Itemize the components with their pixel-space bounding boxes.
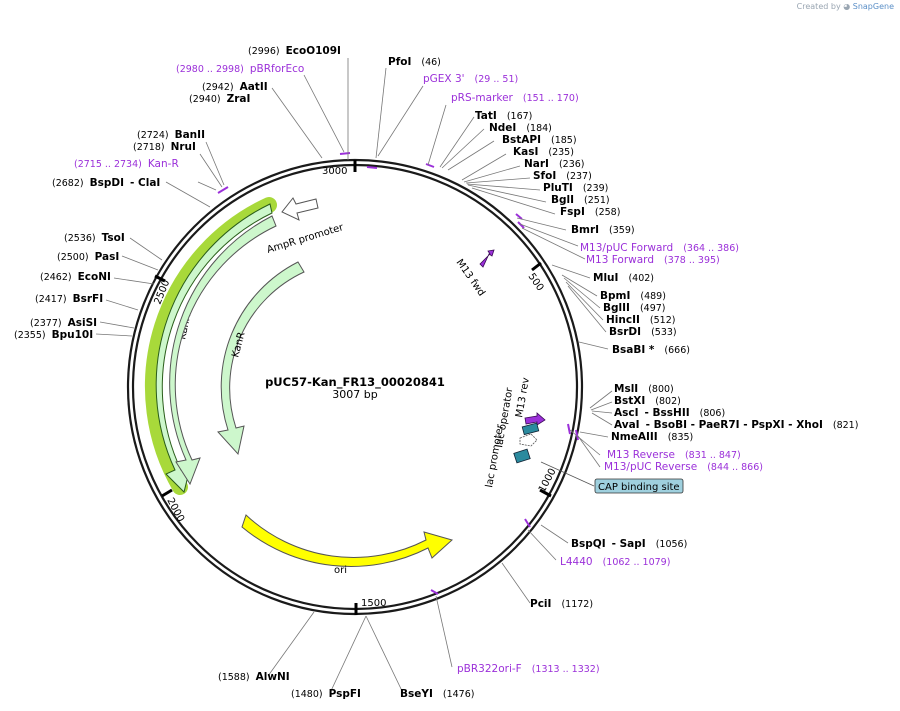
enzyme-alwni[interactable]: (1588)AlwNI — [218, 671, 290, 683]
cap-binding-site-box — [594, 478, 684, 494]
enzyme-banii[interactable]: (2724)BanII — [137, 129, 205, 141]
enzyme-asci[interactable]: AscI- BssHII(806) — [614, 407, 725, 419]
lac-promoter-feature[interactable] — [519, 433, 538, 447]
enzyme-nari[interactable]: NarI(236) — [524, 158, 585, 170]
enzyme-zrai[interactable]: (2940)ZraI — [189, 93, 250, 105]
enzyme-bspdi[interactable]: (2682)BspDI- ClaI — [52, 177, 160, 189]
ampr-promoter-label: AmpR promoter — [266, 222, 346, 256]
enzyme-ecoo109i[interactable]: (2996)EcoO109I — [248, 45, 341, 57]
primer-mark-prs — [425, 163, 435, 168]
ampr-promoter-feature[interactable] — [281, 197, 319, 221]
enzyme-bsabi[interactable]: BsaBI *(666) — [612, 344, 690, 356]
enzyme-bsrfi[interactable]: (2417)BsrFI — [35, 293, 103, 305]
enzyme-tati[interactable]: TatI(167) — [475, 110, 532, 122]
enzyme-bglii[interactable]: BglII(497) — [603, 302, 665, 314]
enzyme-asisi[interactable]: (2377)AsiSI — [30, 317, 97, 329]
primer-mark-pbrforeco — [339, 152, 351, 155]
ori-label: ori — [334, 565, 347, 576]
tick-label-500: 500 — [526, 271, 546, 293]
snapgene-credit: Created by ◕ SnapGene — [797, 2, 894, 11]
enzyme-msli[interactable]: MslI(800) — [614, 383, 674, 395]
m13-fwd-feature[interactable] — [479, 249, 495, 268]
credit-brand: SnapGene — [852, 2, 894, 11]
lac-operator-feature[interactable] — [521, 422, 540, 436]
enzyme-bsrdi[interactable]: BsrDI(533) — [609, 326, 677, 338]
kanr-feature-2[interactable] — [169, 215, 277, 486]
enzyme-bstapi[interactable]: BstAPI(185) — [502, 134, 577, 146]
tick-1000 — [539, 488, 552, 498]
enzyme-avai[interactable]: AvaI- BsoBI - PaeR7I - PspXI - XhoI(821) — [614, 419, 858, 431]
kanr-feature-inner[interactable] — [217, 261, 305, 456]
tick-label-2000: 2000 — [164, 496, 186, 524]
plasmid-name: pUC57-Kan_FR13_00020841 — [265, 375, 445, 390]
enzyme-pluti[interactable]: PluTI(239) — [543, 182, 608, 194]
credit-prefix: Created by — [796, 2, 841, 11]
primer-m13-forward[interactable]: M13 Forward(378 .. 395) — [586, 254, 720, 266]
snapgene-logo-icon: ◕ — [843, 2, 851, 11]
primer-pbr322ori-f[interactable]: pBR322ori-F(1313 .. 1332) — [457, 663, 600, 675]
tick-2000 — [161, 488, 173, 498]
m13-rev-feature[interactable] — [524, 412, 546, 426]
enzyme-sfoi[interactable]: SfoI(237) — [533, 170, 592, 182]
leader-lines — [95, 58, 613, 694]
enzyme-pspfi[interactable]: (1480)PspFI — [291, 688, 361, 700]
primer-pgex[interactable]: pGEX 3'(29 .. 51) — [423, 73, 518, 85]
cap-site-feature[interactable] — [513, 448, 531, 464]
ori-feature[interactable] — [241, 514, 454, 567]
enzyme-aatii[interactable]: (2942)AatII — [202, 81, 268, 93]
tick-label-3000: 3000 — [322, 166, 347, 177]
enzyme-econi[interactable]: (2462)EcoNI — [40, 271, 111, 283]
primer-l4440[interactable]: L4440(1062 .. 1079) — [560, 556, 670, 568]
enzyme-bseyi[interactable]: BseYI(1476) — [400, 688, 474, 700]
primer-marks — [217, 152, 579, 595]
enzyme-fspi[interactable]: FspI(258) — [560, 206, 620, 218]
enzyme-pfoi[interactable]: PfoI(46) — [388, 56, 441, 68]
kanr-highlight — [144, 197, 277, 495]
primer-mark-m13puc-rev — [575, 429, 579, 441]
tick-500 — [531, 261, 542, 272]
primer-labels: (2980 .. 2998)pBRforEco pGEX 3'(29 .. 51… — [74, 63, 763, 675]
m13-rev-label: M13 rev — [514, 377, 532, 419]
primer-mark-l4440 — [524, 518, 531, 528]
primer-m13-reverse[interactable]: M13 Reverse(831 .. 847) — [607, 449, 741, 461]
primer-kan-r[interactable]: (2715 .. 2734)Kan-R — [74, 158, 179, 170]
enzyme-bpmi[interactable]: BpmI(489) — [600, 290, 666, 302]
primer-mark-pgex — [366, 166, 378, 169]
enzyme-pcii[interactable]: PciI(1172) — [530, 598, 593, 610]
enzyme-nmeaiii[interactable]: NmeAIII(835) — [611, 431, 693, 443]
primer-m13puc-forward[interactable]: M13/pUC Forward(364 .. 386) — [580, 242, 739, 254]
cap-binding-site-label: CAP binding site — [598, 482, 680, 493]
enzyme-bgli[interactable]: BglI(251) — [551, 194, 610, 206]
plasmid-length: 3007 bp — [332, 388, 377, 401]
enzyme-kasi[interactable]: KasI(235) — [513, 146, 574, 158]
enzyme-pasi[interactable]: (2500)PasI — [57, 251, 119, 263]
primer-pbrforeco[interactable]: (2980 .. 2998)pBRforEco — [176, 63, 304, 75]
primer-prs-marker[interactable]: pRS-marker(151 .. 170) — [451, 92, 579, 104]
enzyme-hincii[interactable]: HincII(512) — [606, 314, 675, 326]
enzyme-bpu10i[interactable]: (2355)Bpu10I — [14, 329, 93, 341]
cap-leader — [540, 461, 595, 487]
enzyme-ndei[interactable]: NdeI(184) — [489, 122, 552, 134]
lac-promoter-label: lac promoter — [484, 423, 506, 489]
enzyme-bmri[interactable]: BmrI(359) — [571, 224, 635, 236]
primer-mark-m13-rev — [567, 423, 571, 435]
enzyme-bstxi[interactable]: BstXI(802) — [614, 395, 681, 407]
tick-label-1500: 1500 — [361, 598, 386, 609]
enzyme-bspqi[interactable]: BspQI- SapI(1056) — [571, 538, 687, 550]
enzyme-tsoi[interactable]: (2536)TsoI — [64, 232, 125, 244]
enzyme-mlui[interactable]: MluI(402) — [593, 272, 654, 284]
primer-mark-pbr322ori — [430, 589, 439, 595]
primer-m13puc-reverse[interactable]: M13/pUC Reverse(844 .. 866) — [604, 461, 763, 473]
primer-mark-m13puc-fwd — [515, 213, 523, 220]
enzyme-nrui[interactable]: (2718)NruI — [133, 141, 196, 153]
enzyme-labels: (2996)EcoO109I PfoI(46) (2942)AatII (294… — [14, 45, 858, 700]
primer-mark-m13-fwd — [517, 221, 525, 229]
tick-2500 — [154, 274, 166, 283]
primer-mark-kanr — [217, 186, 229, 194]
